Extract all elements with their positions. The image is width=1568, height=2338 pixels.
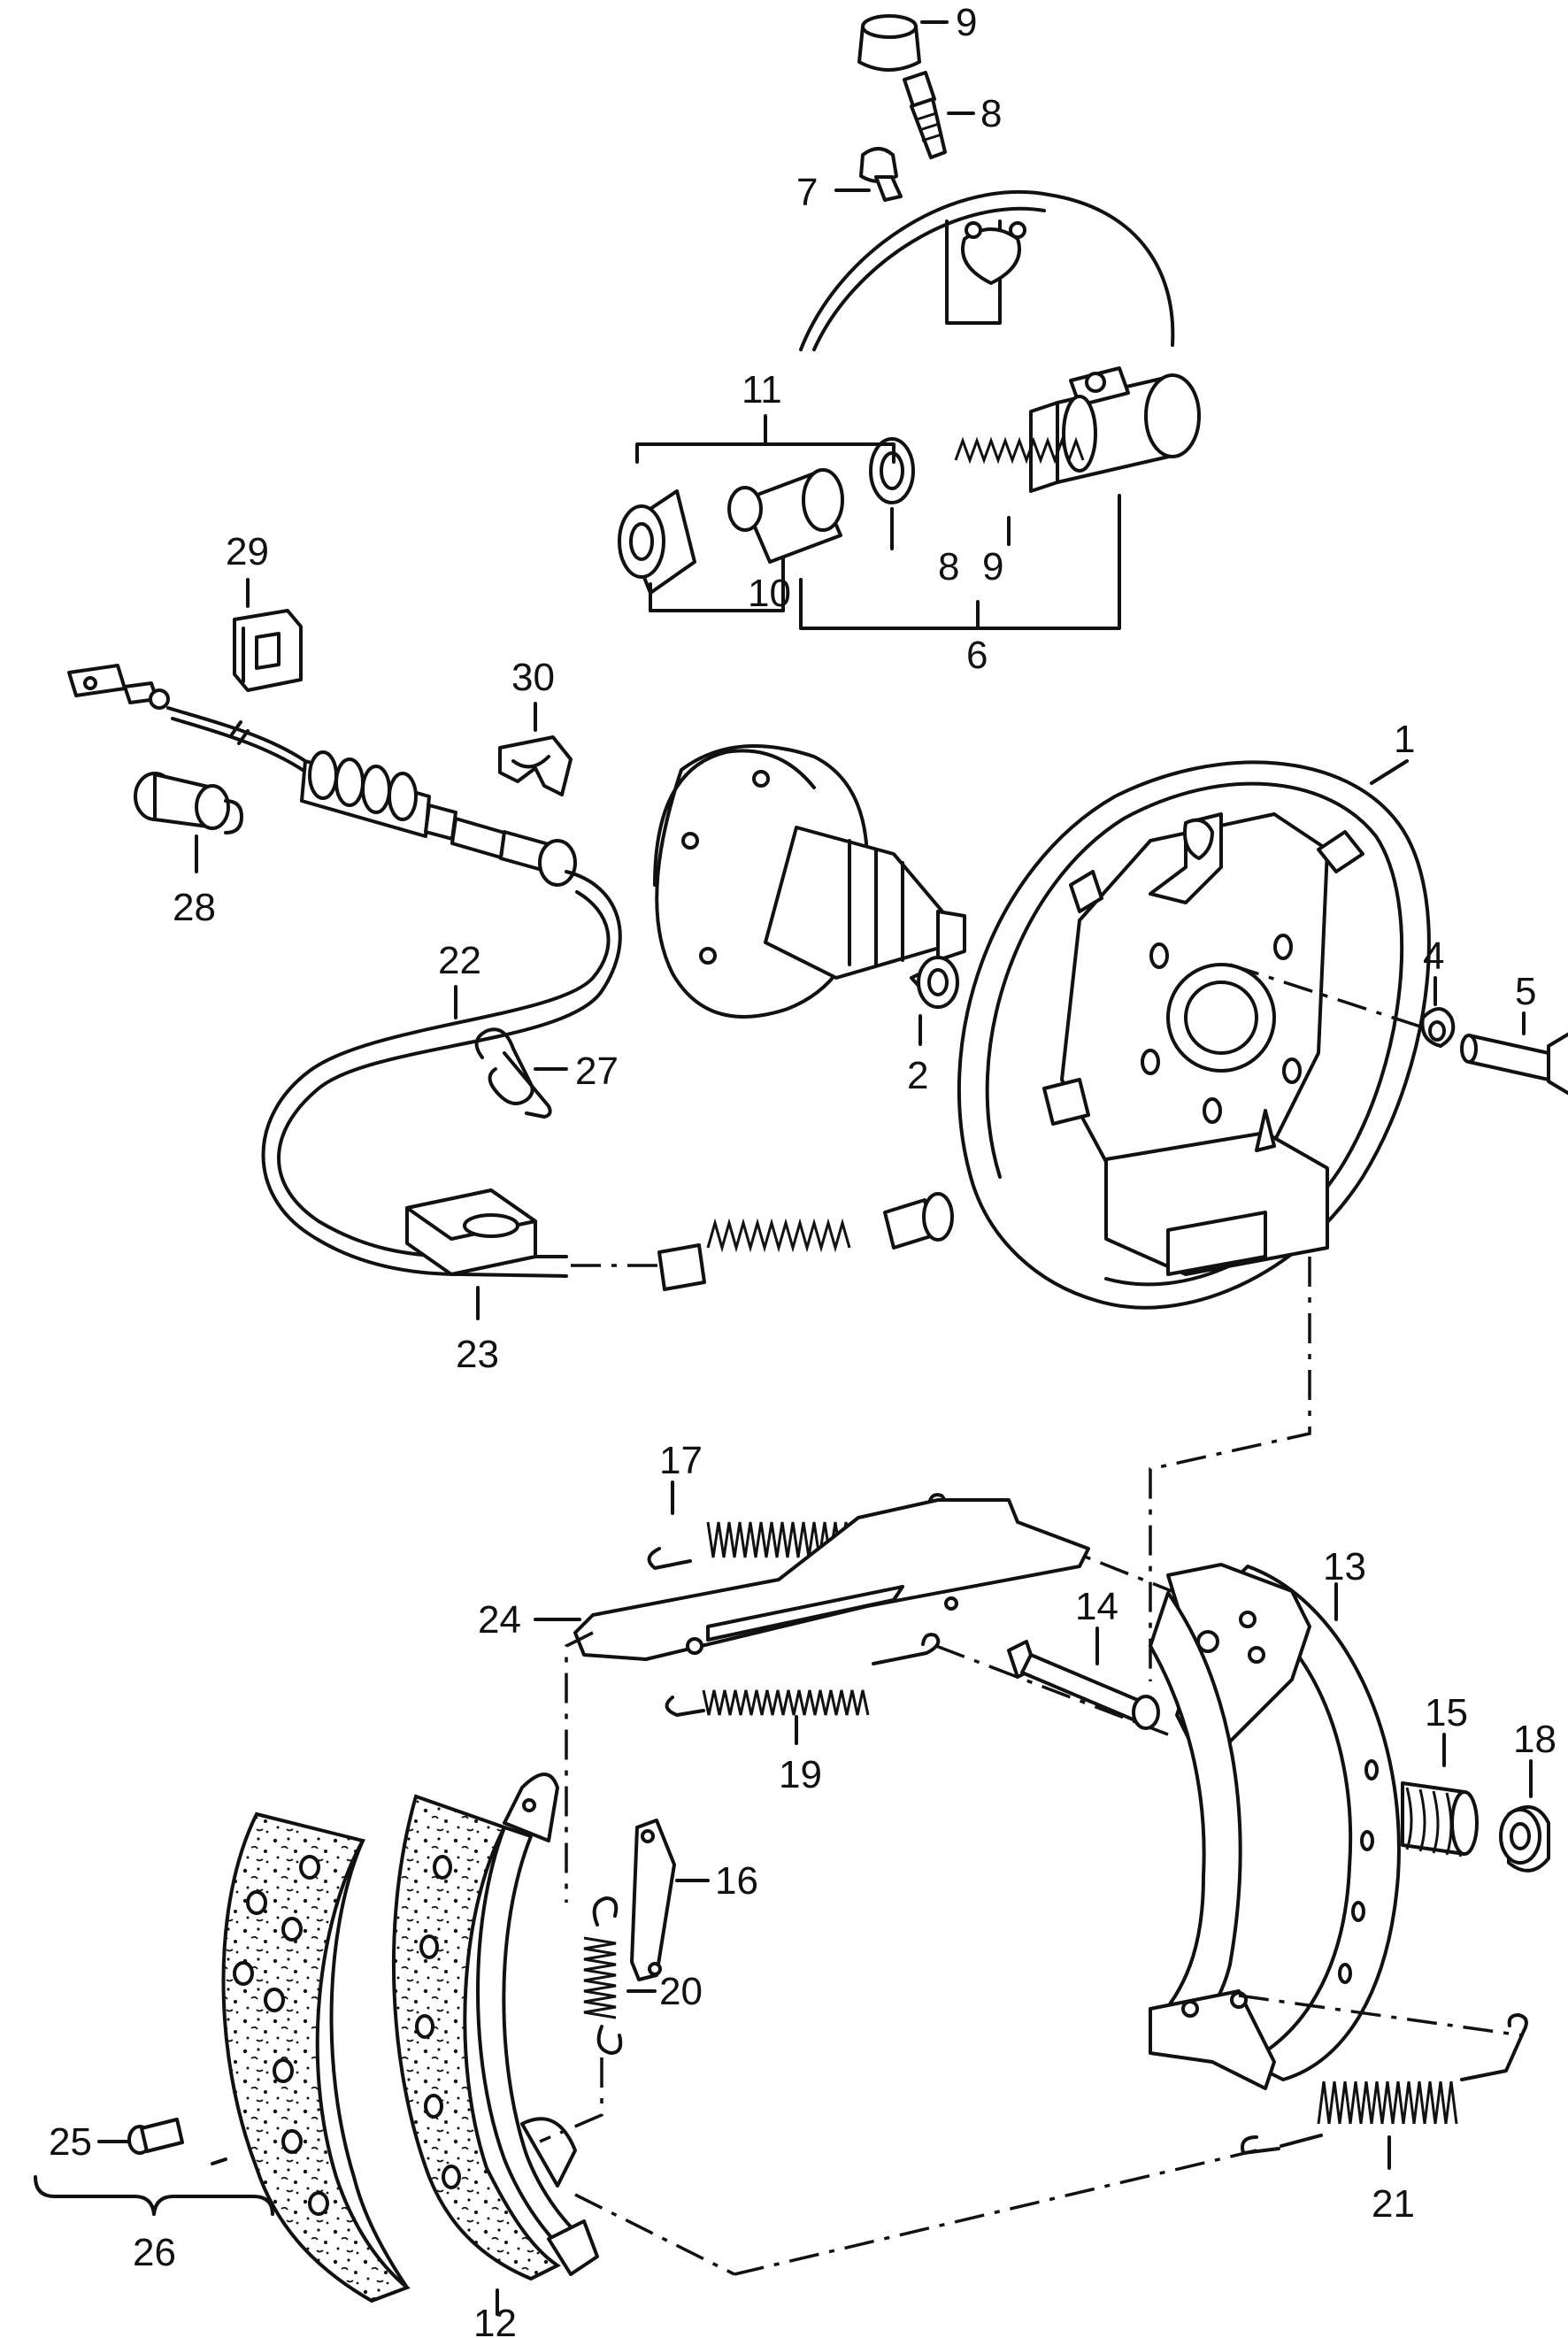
label-8: 8 (980, 92, 1002, 135)
label-14: 14 (1075, 1585, 1118, 1628)
label-13: 13 (1323, 1545, 1366, 1588)
clip-part-28 (134, 772, 243, 834)
wheel-hub (653, 744, 966, 1019)
label-6: 6 (966, 634, 988, 677)
clip-part-29 (233, 609, 303, 692)
label-4: 4 (1423, 934, 1444, 978)
label-29: 29 (226, 530, 269, 573)
boot-part (618, 489, 696, 595)
label-15: 15 (1425, 1691, 1468, 1734)
cable-spring-section (300, 750, 457, 841)
label-10: 10 (748, 572, 791, 615)
spring-part-9b (954, 436, 1085, 465)
label-8b: 8 (938, 545, 959, 588)
brake-shoe-part-13 (1149, 1563, 1401, 2090)
pin-part-14 (1007, 1640, 1160, 1730)
bushing-part-2 (910, 956, 959, 1009)
label-28: 28 (173, 886, 216, 929)
spring-part-20 (583, 1896, 623, 2055)
label-7: 7 (796, 171, 818, 214)
label-5: 5 (1515, 970, 1536, 1013)
label-18: 18 (1513, 1718, 1556, 1761)
label-20: 20 (659, 1970, 703, 2013)
label-21: 21 (1372, 2182, 1415, 2226)
screw-part-7 (859, 147, 903, 202)
label-19: 19 (779, 1753, 822, 1796)
label-2: 2 (907, 1054, 928, 1097)
clip-spring-part-27 (474, 1027, 552, 1119)
grommet-part-23 (405, 1188, 537, 1276)
cable-end-fitting (67, 664, 170, 710)
label-26: 26 (133, 2231, 176, 2274)
lever-part-16 (630, 1819, 676, 1981)
label-9: 9 (956, 1, 977, 44)
cup-seal-part-8b (869, 437, 915, 504)
lining-part-26 (221, 1811, 411, 2303)
label-27: 27 (575, 1050, 619, 1093)
dust-cap-part-9 (857, 14, 921, 72)
spring-part-19 (665, 1633, 941, 1717)
clip-part-30 (498, 735, 573, 796)
cable-spring-lower (657, 1192, 954, 1291)
bleeder-valve-part-8 (903, 71, 947, 159)
label-22: 22 (438, 939, 481, 982)
piston-part-10 (727, 468, 844, 564)
label-11: 11 (742, 368, 782, 411)
label-25: 25 (49, 2120, 92, 2164)
spring-part-15 (1401, 1781, 1479, 1857)
adjuster-lever-part-24 (573, 1498, 1090, 1661)
back-plate-part-1 (957, 760, 1431, 1310)
label-24: 24 (478, 1598, 521, 1642)
wheel-cylinder-part-6 (1029, 366, 1201, 493)
label-1: 1 (1394, 718, 1415, 761)
brake-shoe-part-12 (391, 1773, 599, 2281)
label-16: 16 (715, 1859, 758, 1903)
label-30: 30 (511, 656, 555, 699)
bolt-part-5 (1460, 1032, 1568, 1096)
rivet-part-25 (127, 2118, 184, 2155)
label-12: 12 (473, 2302, 517, 2338)
label-23: 23 (456, 1333, 499, 1376)
spring-cap-part-18 (1499, 1805, 1550, 1873)
lock-washer-part-4 (1420, 1007, 1456, 1048)
label-9b: 9 (982, 545, 1003, 588)
label-17: 17 (659, 1439, 703, 1482)
